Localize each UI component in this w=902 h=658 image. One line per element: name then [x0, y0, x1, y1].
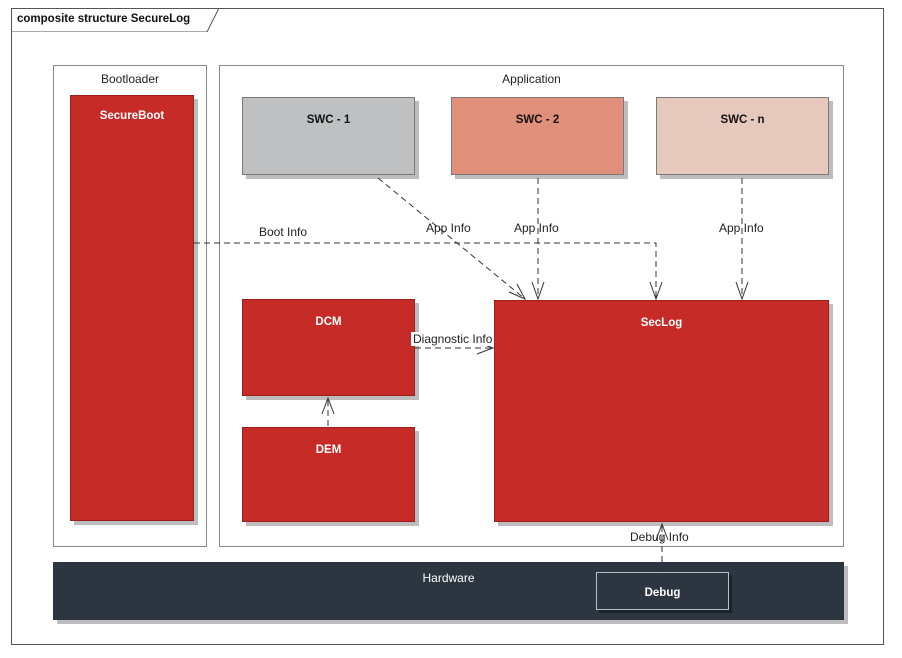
bootloader-label: Bootloader — [100, 72, 160, 86]
dcm-label: DCM — [315, 316, 342, 328]
swc1-component[interactable]: SWC - 1 — [242, 97, 415, 175]
swcn-label: SWC - n — [720, 114, 765, 126]
swc2-label: SWC - 2 — [515, 114, 560, 126]
seclog-label: SecLog — [640, 317, 683, 329]
dem-component[interactable]: DEM — [242, 427, 415, 522]
app-info-n-label: App Info — [719, 221, 764, 235]
boot-info-label: Boot Info — [259, 225, 308, 239]
dem-dcm-arrowhead — [321, 396, 335, 415]
app-info-2-arrowhead — [531, 281, 545, 301]
boot-info-arrowhead — [649, 281, 663, 301]
debug-info-label: Debug Info — [630, 530, 689, 544]
swc2-component[interactable]: SWC - 2 — [451, 97, 624, 175]
app-info-1-connector[interactable] — [377, 177, 526, 300]
frame-title-tab — [11, 8, 220, 32]
application-label: Application — [502, 72, 561, 86]
app-info-2-label: App Info — [514, 221, 559, 235]
debug-info-arrowhead — [655, 522, 669, 541]
debug-label: Debug — [644, 587, 681, 599]
app-info-n-arrowhead — [735, 281, 749, 301]
app-info-1-label: App Info — [426, 221, 471, 235]
debug-component[interactable]: Debug — [596, 572, 729, 610]
secureboot-component[interactable]: SecureBoot — [70, 95, 194, 521]
seclog-component[interactable]: SecLog — [494, 300, 829, 522]
swc1-label: SWC - 1 — [306, 114, 351, 126]
swcn-component[interactable]: SWC - n — [656, 97, 829, 175]
dem-label: DEM — [315, 444, 342, 456]
frame-title: composite structure SecureLog — [17, 13, 191, 25]
diagnostic-info-label: Diagnostic Info — [411, 332, 495, 346]
boot-info-connector[interactable] — [194, 242, 657, 299]
dcm-component[interactable]: DCM — [242, 299, 415, 396]
secureboot-label: SecureBoot — [99, 110, 165, 122]
hardware-label: Hardware — [422, 571, 475, 585]
app-info-1-arrowhead — [508, 283, 527, 301]
